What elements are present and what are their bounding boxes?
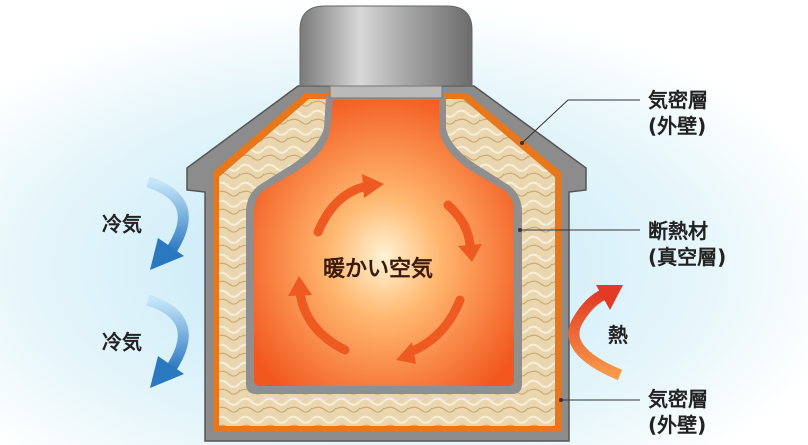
circulation-arrows [295, 181, 475, 357]
circulation-arrow-right [443, 200, 475, 253]
arrowhead-icon [458, 244, 482, 262]
circulation-arrow-bottom [405, 295, 465, 357]
outer-bottom-label-line1: 気密層 [648, 387, 708, 411]
insulation-label: 断熱材 (真空層) [648, 218, 726, 270]
outer-top-label: 気密層 (外壁) [648, 87, 708, 139]
cold-air-label-1: 冷気 [102, 212, 142, 236]
circulation-arrow-left [295, 287, 350, 355]
outer-top-label-line2: (外壁) [648, 114, 707, 138]
outer-bottom-label-line2: (外壁) [648, 413, 707, 437]
arrowhead-icon [288, 276, 312, 296]
heat-arrow [568, 285, 623, 381]
outer-bottom-label: 気密層 (外壁) [648, 386, 708, 438]
leader-outer-top [521, 99, 640, 144]
outer-top-label-line1: 気密層 [648, 88, 708, 112]
circulation-arrow-top [313, 181, 373, 237]
insulation-label-line1: 断熱材 [648, 219, 708, 243]
warm-air-label: 暖かい空気 [323, 257, 434, 282]
cold-air-arrow-2 [146, 294, 189, 388]
heat-label: 熱 [608, 323, 628, 347]
cap [299, 5, 473, 87]
insulation-label-line2: (真空層) [648, 245, 727, 269]
arrowhead-icon [396, 342, 416, 364]
cold-air-label-2: 冷気 [102, 330, 142, 354]
cap-ring [329, 85, 443, 99]
arrowhead-icon [362, 174, 384, 198]
cold-air-arrow-1 [146, 176, 189, 270]
